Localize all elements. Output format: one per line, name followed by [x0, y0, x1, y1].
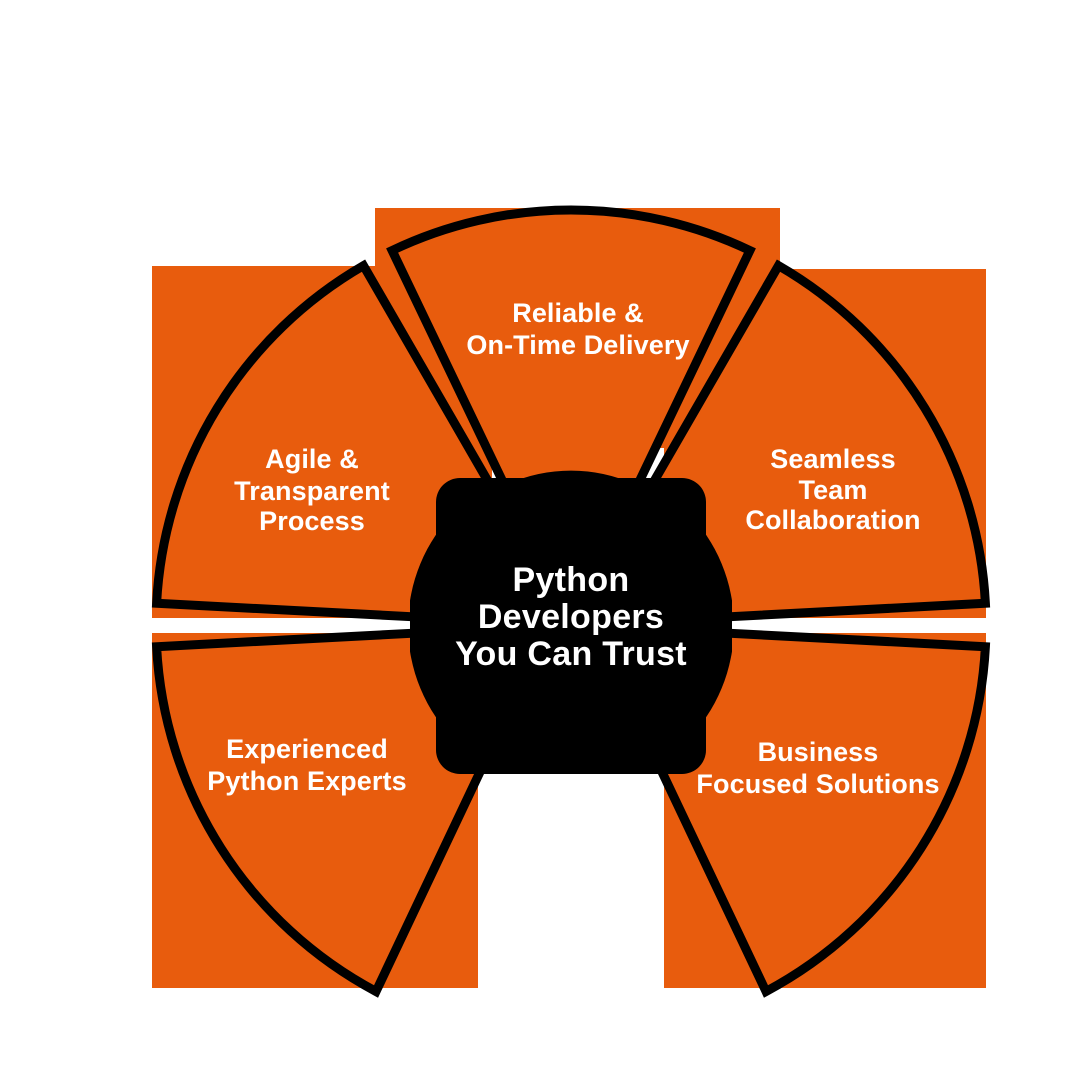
- label-line: Collaboration: [745, 505, 920, 535]
- label-line: On-Time Delivery: [466, 330, 689, 360]
- center-hub[interactable]: [408, 463, 734, 789]
- hub-line: Developers: [478, 598, 664, 636]
- label-line: Agile &: [265, 444, 359, 474]
- label-line: Business: [758, 737, 879, 767]
- label-line: Reliable &: [512, 298, 644, 328]
- label-reliable-on-time-delivery: Reliable & On-Time Delivery: [466, 298, 689, 360]
- hub-title: Python Developers You Can Trust: [455, 561, 687, 673]
- label-seamless-team-collaboration: Seamless Team Collaboration: [745, 444, 920, 535]
- label-line: Seamless: [770, 444, 895, 474]
- label-line: Process: [259, 506, 365, 536]
- label-line: Transparent: [234, 476, 390, 506]
- hub-line: You Can Trust: [455, 635, 687, 673]
- hub-line: Python: [512, 561, 629, 599]
- label-line: Focused Solutions: [696, 769, 939, 799]
- label-line: Experienced: [226, 734, 388, 764]
- label-line: Python Experts: [207, 766, 406, 796]
- label-line: Team: [799, 475, 868, 505]
- label-business-focused-solutions: Business Focused Solutions: [696, 737, 939, 799]
- label-agile-transparent-process: Agile & Transparent Process: [234, 444, 390, 536]
- label-experienced-python-experts: Experienced Python Experts: [207, 734, 406, 796]
- sector-reliable-on-time-delivery[interactable]: [386, 205, 756, 496]
